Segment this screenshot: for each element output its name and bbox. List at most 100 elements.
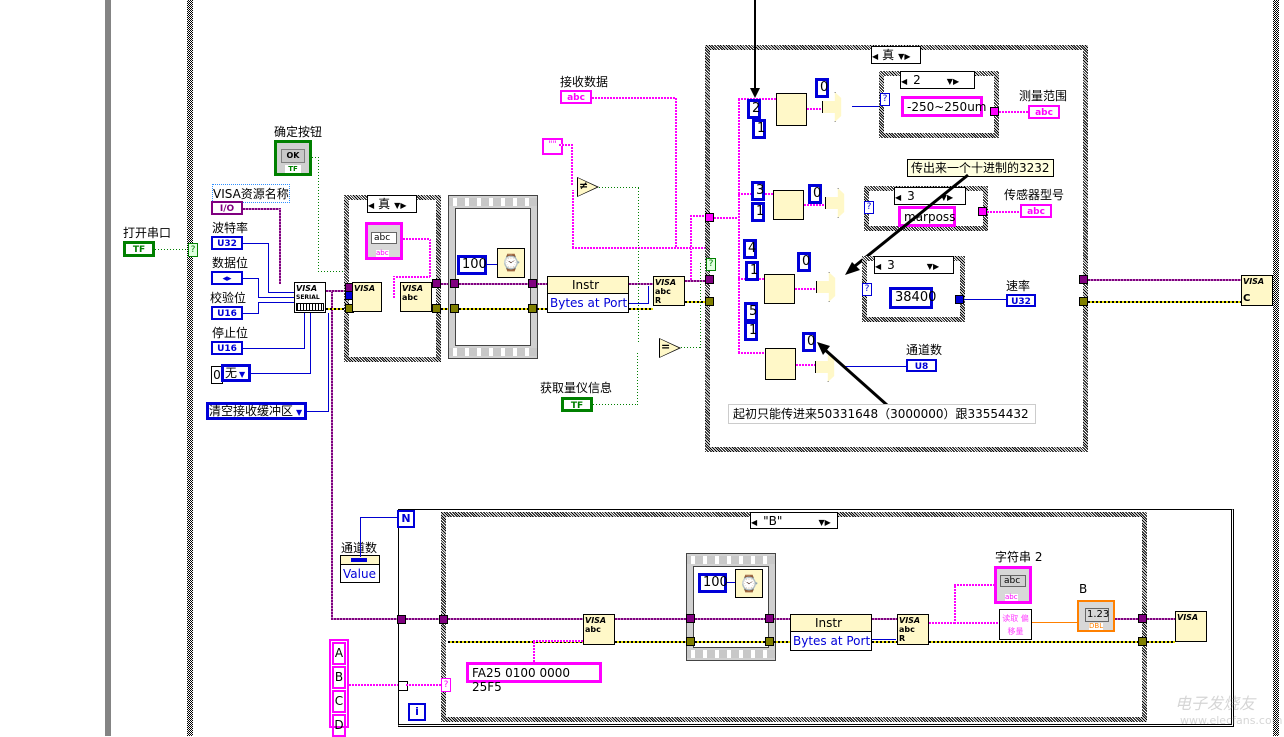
wait-ms-vi-1[interactable]: ⌚ xyxy=(497,248,525,278)
channel-array-const: A B C D xyxy=(329,639,349,737)
prev-case-icon[interactable]: ◀ xyxy=(872,52,879,61)
row1-case-selector[interactable]: ◀2▼▶ xyxy=(900,71,975,89)
write-to-frame-visa xyxy=(615,618,689,620)
row3-case-selector[interactable]: ◀3▼▶ xyxy=(874,256,954,274)
parity-wire xyxy=(243,313,258,314)
outer-case-terminal[interactable]: ? xyxy=(706,258,716,271)
row2-out-wire xyxy=(987,211,1020,213)
cmd-wire-h xyxy=(533,640,583,642)
wait-ms-vi-2[interactable]: ⌚ xyxy=(735,569,763,598)
loop-visa-tunnel xyxy=(397,615,406,624)
visa-resource-label: VISA资源名称 xyxy=(212,184,290,203)
frame1-error-wire xyxy=(459,308,528,310)
stop-bits-wire-v xyxy=(304,313,305,349)
visa-flush-vi[interactable]: VISA xyxy=(352,282,382,312)
parity-control[interactable]: U16 xyxy=(211,306,243,320)
visa-close-vi-right[interactable]: VISA C xyxy=(1241,275,1273,306)
loop-visa-read-vi[interactable]: VISA abc R xyxy=(897,614,929,645)
frame2-error-out xyxy=(765,637,774,646)
visa-read-vi[interactable]: VISA abc R xyxy=(653,276,685,306)
frame1-visa-out xyxy=(528,279,537,288)
b-label: B xyxy=(1079,582,1088,596)
row4-zero: 0 xyxy=(802,332,816,352)
ok-button-control[interactable]: OK TF xyxy=(274,140,312,176)
row1-indicator: abc xyxy=(1028,105,1060,119)
get-info-wire-v xyxy=(637,352,638,405)
case-dropdown-icon[interactable]: ▼▶ xyxy=(394,201,407,210)
outer-case-error-out xyxy=(1079,297,1088,306)
visa-serial-config-vi[interactable]: VISA SERIAL xyxy=(294,282,326,313)
baud-wire-h2 xyxy=(268,292,294,293)
frame1-error-in xyxy=(450,304,459,313)
channel-count-property-node[interactable]: Value xyxy=(340,555,380,583)
init-string-const: abc abc xyxy=(365,222,403,260)
outer-case-visa-out xyxy=(1079,275,1088,284)
frame2-visa-out xyxy=(765,614,774,623)
row3-offset: 4 xyxy=(743,239,757,259)
channel-count-label: 通道数 xyxy=(341,541,378,555)
row4-subset-wire xyxy=(796,364,816,366)
visa-write-vi[interactable]: VISA abc xyxy=(400,282,432,312)
loop-visa-write-vi[interactable]: VISA abc xyxy=(583,614,615,645)
receive-data-label: 接收数据 xyxy=(560,75,609,89)
case-dropdown-icon[interactable]: ▼▶ xyxy=(898,52,911,61)
empty-string-const: "" xyxy=(542,138,563,155)
read-string-wire-h xyxy=(690,215,708,217)
baud-rate-control[interactable]: U32 xyxy=(211,236,243,250)
ne-out-wire-v xyxy=(638,187,639,342)
visa-resource-control[interactable]: I/O xyxy=(211,201,243,215)
outer-case-selector[interactable]: ◀真▼▶ xyxy=(871,46,921,64)
case-dropdown-icon[interactable]: ▼▶ xyxy=(818,518,831,527)
stop-bits-control[interactable]: U16 xyxy=(211,341,243,355)
receive-wire-h xyxy=(592,97,676,99)
prev-case-icon[interactable]: ◀ xyxy=(875,262,882,271)
flow-wire-v xyxy=(310,313,311,374)
case-selector-terminal[interactable]: ? xyxy=(188,243,198,257)
flow-control-enum[interactable]: 无▼ xyxy=(221,364,251,382)
loop-bytes-at-port-property-node[interactable]: Instr Bytes at Port xyxy=(790,614,872,651)
open-port-control[interactable]: TF xyxy=(123,241,155,257)
eq-out-wire xyxy=(681,347,701,348)
loop-visa-close-vi[interactable]: VISA xyxy=(1175,611,1207,642)
dropdown-arrow-icon: ▼ xyxy=(239,370,246,379)
data-bits-wire-v xyxy=(258,278,259,298)
init-case-selector[interactable]: ◀真▼▶ xyxy=(367,195,417,213)
row1-string-subset-vi xyxy=(776,93,807,126)
read-to-case-error xyxy=(685,301,707,303)
prev-case-icon[interactable]: ◀ xyxy=(901,77,908,86)
case-dropdown-icon[interactable]: ▼▶ xyxy=(940,193,954,202)
compare-input-wire-v xyxy=(572,190,574,248)
read-offset-subvi[interactable]: 读取 偏移量 xyxy=(999,609,1032,640)
compare-input-wire-h xyxy=(572,247,707,249)
get-info-control[interactable]: TF xyxy=(561,397,593,412)
inner-case-selector[interactable]: ◀"B"▼▶ xyxy=(750,512,838,529)
row4-cast-wire xyxy=(845,366,907,367)
prev-case-icon[interactable]: ◀ xyxy=(895,193,902,202)
flow-wire xyxy=(251,373,311,374)
outer-case-visa-tunnel xyxy=(705,275,714,284)
b-indicator: 1.23 DBL xyxy=(1077,600,1115,632)
case-dropdown-icon[interactable]: ▼▶ xyxy=(926,262,940,271)
arrow-line xyxy=(849,173,969,272)
row1-offset: 2 xyxy=(747,99,761,119)
arrow-line xyxy=(822,346,888,407)
outer-case-string-tunnel xyxy=(705,213,714,222)
auto-index-tunnel xyxy=(398,681,408,691)
stopwatch-icon: ⌚ xyxy=(739,574,759,593)
error-tunnel-out xyxy=(432,304,441,313)
visa-resource-wire xyxy=(243,208,280,210)
row3-zero: 0 xyxy=(797,252,811,272)
inner-case-visa-out xyxy=(1138,614,1147,623)
parity-wire-h2 xyxy=(258,302,294,303)
receive-wire-v xyxy=(675,97,677,247)
prev-case-icon[interactable]: ◀ xyxy=(368,201,375,210)
row3-out-tunnel xyxy=(955,295,964,304)
bytes-at-port-property-node[interactable]: Instr Bytes at Port xyxy=(547,276,629,313)
case-dropdown-icon[interactable]: ▼▶ xyxy=(946,77,960,86)
init-string-wire-v xyxy=(429,238,431,277)
array-item: C xyxy=(332,690,346,713)
array-item: B xyxy=(332,666,346,689)
data-bits-control[interactable]: ◂▸ xyxy=(211,271,243,285)
prev-case-icon[interactable]: ◀ xyxy=(751,518,758,527)
flush-mode-enum[interactable]: 清空接收缓冲区▼ xyxy=(206,402,307,420)
